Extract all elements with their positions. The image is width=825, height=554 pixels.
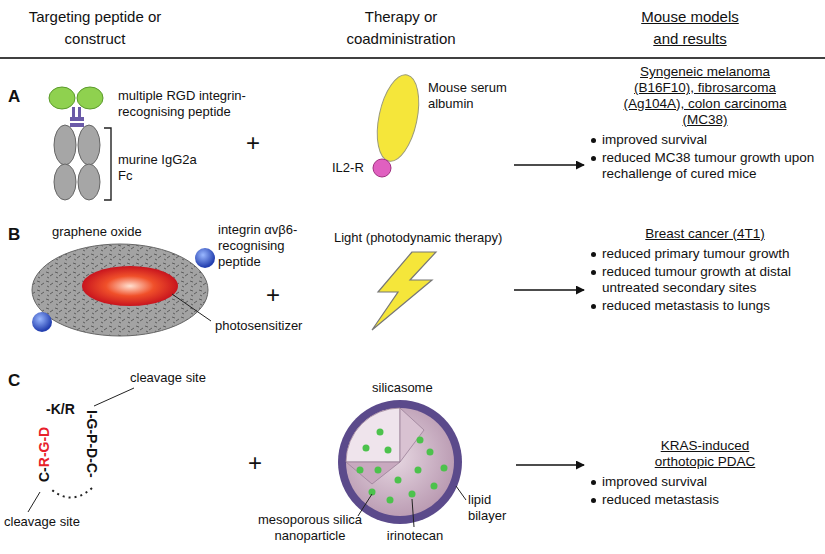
result-bullet: reduced metastasis — [588, 492, 822, 508]
plus-sign: + — [266, 280, 280, 309]
light-bolt — [372, 252, 436, 330]
silicasome-particle — [338, 400, 466, 527]
model-heading: Syngeneic melanoma (B16F10), fibrosarcom… — [621, 64, 789, 128]
result-text: reduced metastasis to lungs — [602, 298, 770, 313]
model-heading: KRAS-induced orthotopic PDAC — [640, 438, 770, 470]
therapy-illustration: Mouse serum albuminIL2-R — [315, 74, 512, 202]
bullet-dot — [591, 138, 596, 143]
bullet-dot — [591, 498, 596, 503]
part-label: irinotecan — [380, 528, 450, 544]
column-header: Therapy or coadministration — [328, 6, 474, 50]
residue-text: C- — [36, 467, 52, 482]
result-arrow — [514, 289, 584, 291]
result-panel: Syngeneic melanoma (B16F10), fibrosarcom… — [588, 64, 822, 182]
part-label: silicasome — [372, 380, 433, 396]
bullet-dot — [591, 156, 596, 161]
result-text: reduced tumour growth at distal untreate… — [602, 264, 791, 295]
result-arrow — [514, 164, 584, 166]
column-header: Targeting peptide or construct — [22, 6, 168, 50]
albumin-il2 — [370, 71, 425, 177]
peptide-decor — [28, 388, 134, 512]
result-text: reduced metastasis — [602, 492, 719, 507]
part-label: Light (photodynamic therapy) — [334, 230, 502, 246]
part-label: integrin αvβ6-recognising peptide — [218, 222, 326, 270]
result-text: reduced MC38 tumour growth upon rechalle… — [602, 150, 814, 181]
result-bullet: reduced MC38 tumour growth upon rechalle… — [588, 150, 822, 182]
result-text: improved survival — [602, 474, 707, 489]
header-rule — [0, 57, 825, 59]
therapy-illustration: silicasome mesoporous silica nanoparticle… — [248, 372, 514, 552]
result-bullet: improved survival — [588, 132, 822, 148]
motif-text: R-G-D — [36, 427, 52, 467]
rgd-fc-construct — [49, 87, 111, 200]
model-heading: Breast cancer (4T1) — [590, 226, 820, 242]
residue-text: I-G-P-D-C- — [83, 410, 100, 478]
bullet-dot — [591, 304, 596, 309]
result-panel: KRAS-induced orthotopic PDAC improved sur… — [588, 438, 822, 508]
result-bullet: reduced metastasis to lungs — [588, 298, 822, 314]
part-label: photosensitizer — [215, 318, 302, 334]
panel-letter: A — [8, 86, 20, 107]
bullet-dot — [591, 252, 596, 257]
part-label: murine IgG2a Fc — [118, 152, 213, 184]
result-text: improved survival — [602, 132, 707, 147]
result-bullet: improved survival — [588, 474, 822, 490]
part-label: cleavage site — [130, 370, 206, 386]
peptide-strand: C-R-G-D — [36, 427, 53, 482]
residue-text: -K/R — [46, 401, 75, 418]
result-panel: Breast cancer (4T1) reduced primary tumou… — [588, 226, 822, 314]
result-arrow — [516, 464, 584, 466]
result-bullet: reduced primary tumour growth — [588, 246, 822, 262]
part-label: multiple RGD integrin-recognising peptid… — [118, 88, 246, 120]
graphene-oxide-sheet — [32, 244, 215, 336]
plus-sign: + — [248, 448, 262, 477]
bullet-dot — [591, 480, 596, 485]
part-label: cleavage site — [4, 514, 80, 530]
panel-letter: B — [8, 224, 20, 245]
panel-letter: C — [8, 370, 20, 391]
column-header: Mouse models and results — [630, 6, 750, 50]
result-text: reduced primary tumour growth — [602, 246, 790, 261]
bullet-dot — [591, 270, 596, 275]
part-label: IL2-R — [332, 160, 364, 176]
part-label: Mouse serum albumin — [428, 80, 512, 112]
therapy-illustration: Light (photodynamic therapy) — [330, 226, 512, 342]
part-label: lipid bilayer — [468, 492, 514, 524]
part-label: graphene oxide — [52, 224, 142, 240]
plus-sign: + — [246, 128, 260, 157]
part-label: mesoporous silica nanoparticle — [250, 512, 370, 544]
result-bullet: reduced tumour growth at distal untreate… — [588, 264, 822, 296]
